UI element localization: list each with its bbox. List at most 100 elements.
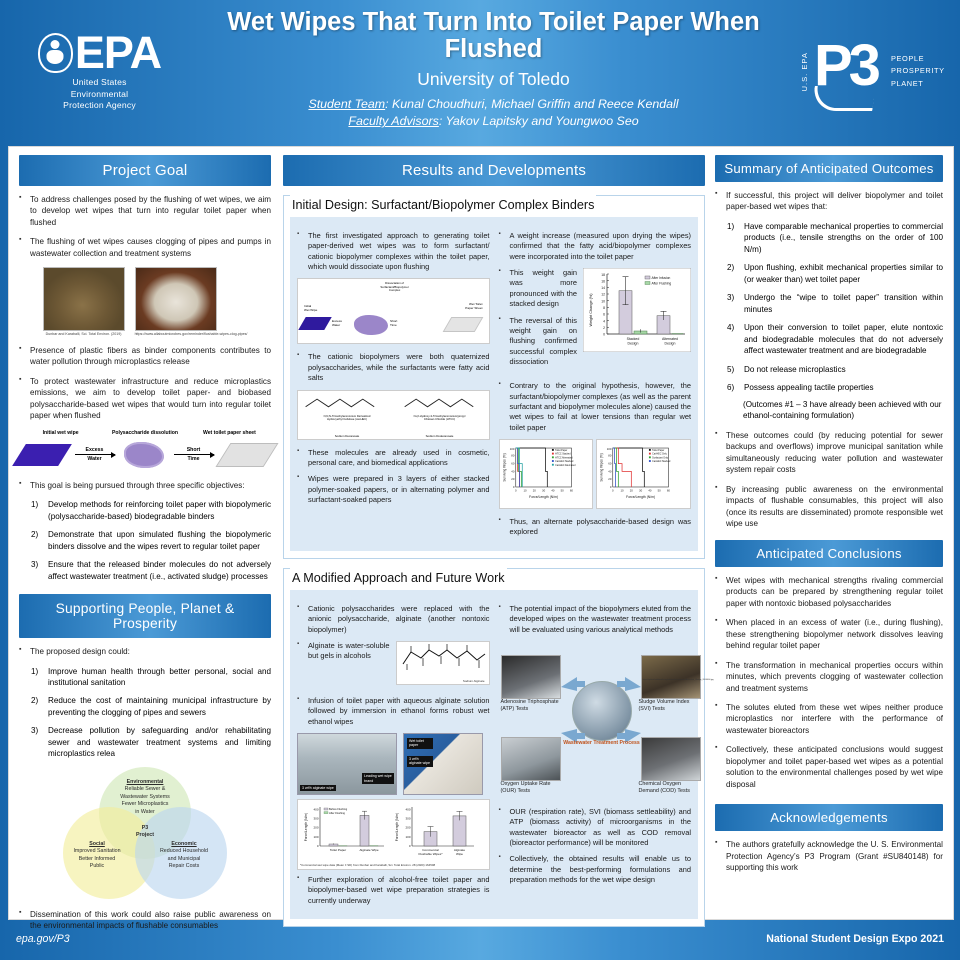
- clog-photo-b: https://www.allaboutmicrobes.gov/reminde…: [134, 267, 248, 337]
- photo-alginate-beaker: 3 wt% alginate wipe Leading wet wipe bra…: [297, 732, 397, 795]
- venn-label-social: Social Improved Sanitation Better Inform…: [59, 841, 135, 871]
- list-item: Improve human health through better pers…: [31, 666, 271, 687]
- figure-caption-alginate: Sodium Alginate: [462, 678, 485, 683]
- list-item: Decrease pollution by safeguarding and/o…: [31, 725, 271, 759]
- panel-title-initial-design: Initial Design: Surfactant/Biopolymer Co…: [290, 195, 597, 216]
- list-item: The proposed design could:: [19, 645, 271, 657]
- list-item: Undergo the “wipe to toilet paper” trans…: [727, 292, 943, 314]
- outcomes-list: Have comparable mechanical properties to…: [715, 221, 943, 394]
- list-item: Upon their conversion to toilet paper, e…: [727, 322, 943, 356]
- outcomes-intro: If successful, this project will deliver…: [715, 189, 943, 213]
- figure-label-excess: Excess Water: [332, 319, 342, 328]
- svg-text:Toilet Paper: Toilet Paper: [652, 449, 664, 452]
- figure-label-initial: Initial Wet Wipe: [304, 304, 318, 313]
- list-item: Have comparable mechanical properties to…: [727, 221, 943, 254]
- section-header-results: Results and Developments: [283, 155, 705, 186]
- list-item: The flushing of wet wipes causes cloggin…: [19, 235, 271, 259]
- poster-board: Project Goal To address challenges posed…: [8, 146, 954, 930]
- svg-text:20: 20: [532, 489, 536, 493]
- p3-intro: The proposed design could:: [19, 645, 271, 657]
- list-item: Collectively, the obtained results will …: [499, 853, 692, 885]
- list-item: These molecules are already used in cosm…: [297, 447, 490, 469]
- svg-text:30: 30: [639, 489, 643, 493]
- svg-text:50: 50: [560, 489, 564, 493]
- epa-logo-wordmark: EPA: [74, 26, 162, 78]
- venn-label-environmental: Environmental Reliable Sewer & Wastewate…: [103, 779, 187, 816]
- svg-text:Alginate Wipe: Alginate Wipe: [359, 848, 378, 852]
- list-item: This weight gain was more pronounced wit…: [499, 267, 692, 309]
- list-item: A weight increase (measured upon drying …: [499, 230, 692, 262]
- footer-event: National Student Design Expo 2021: [766, 933, 944, 945]
- outcomes-tail: These outcomes could (by reducing potent…: [715, 429, 943, 530]
- svg-text:0: 0: [512, 485, 514, 489]
- venn-circle-economic: [135, 806, 227, 899]
- svg-text:200: 200: [313, 826, 318, 830]
- svg-text:Alginate: Alginate: [454, 848, 465, 852]
- alginate-photo-row: 3 wt% alginate wipe Leading wet wipe bra…: [297, 732, 490, 795]
- svg-text:Wipe: Wipe: [456, 852, 463, 856]
- figure-label-final: Wet Toilet Paper Sheet: [465, 302, 483, 311]
- poster-footer: epa.gov/P3 National Student Design Expo …: [0, 918, 960, 960]
- project-goal-bullets-2: Presence of plastic fibers as binder com…: [19, 344, 271, 422]
- list-item: The reversal of this weight gain on flus…: [499, 315, 692, 368]
- acknowledgements-list: The authors gratefully acknowledge the U…: [715, 838, 943, 873]
- photo-label-alginate-wipe-2: 3 wt% alginate wipe: [407, 755, 433, 767]
- chem-label-left-surfactant: Sodium Decanoate: [334, 433, 360, 438]
- diagram-label-our: Oxygen Uptake Rate (OUR) Tests: [500, 780, 551, 794]
- column-middle: Results and Developments Initial Design:…: [279, 147, 714, 928]
- svg-text:20: 20: [630, 489, 634, 493]
- p3-leaf-icon: [811, 85, 876, 111]
- photo-glove-wipe: Wet toilet paper 3 wt% alginate wipe: [403, 732, 483, 795]
- clog-photo-row: Dunbar and Karaballi, Sci. Total Environ…: [19, 267, 271, 336]
- student-team-line: Student Team: Kunal Choudhuri, Michael G…: [187, 97, 800, 111]
- student-team-label: Student Team: [308, 97, 386, 112]
- photo-label-wet-toilet-paper: Wet toilet paper: [407, 737, 433, 749]
- schematic-label-dissolution: Polysaccharide dissolution: [112, 429, 178, 436]
- dissolving-wipe-icon: [124, 441, 164, 468]
- chart-footnote: *Commercial wet wipe data (Mean ± SD) fr…: [300, 862, 436, 867]
- svg-text:60: 60: [511, 462, 515, 466]
- photo-cod-instrument: [640, 736, 701, 781]
- venn-text-social: Improved Sanitation Better Informed Publ…: [73, 848, 121, 870]
- figure-complex-dissociation: Dissociation of Surfactant/Biopolymer Co…: [297, 278, 490, 345]
- svg-text:10: 10: [523, 489, 527, 493]
- panel-title-modified-approach: A Modified Approach and Future Work: [290, 567, 507, 589]
- svg-text:Cat-HEC Stacked: Cat-HEC Stacked: [555, 460, 574, 463]
- wipe-shape-icon: [12, 443, 72, 466]
- svg-text:HTCC Alternated: HTCC Alternated: [555, 457, 573, 460]
- list-item: Ensure that the released binder molecule…: [31, 559, 271, 581]
- arrow-excess-water: Excess Water: [71, 447, 119, 463]
- list-item: To address challenges posed by the flush…: [19, 193, 271, 228]
- diagram-label-svi: Sludge Volume Index (SVI) Tests: [638, 698, 690, 712]
- svg-text:Weight Change (%): Weight Change (%): [589, 293, 593, 327]
- list-item: Wipes were prepared in 3 layers of eithe…: [297, 473, 490, 505]
- diagram-svi-credit: https://upload.wikimedia.org/wikipedia/c…: [642, 678, 714, 681]
- list-item: OUR (respiration rate), SVI (biomass set…: [499, 806, 692, 848]
- epa-logo: EPA United States Environmental Protecti…: [12, 26, 187, 112]
- faculty-names: : Yakov Lapitsky and Youngwoo Seo: [438, 114, 639, 129]
- svg-text:0: 0: [610, 485, 612, 489]
- p3-venn-diagram: Environmental Reliable Sewer & Wastewate…: [57, 766, 233, 899]
- svg-text:Force/Length (N/m): Force/Length (N/m): [395, 813, 399, 842]
- svg-text:Surviving Wipes (%): Surviving Wipes (%): [502, 453, 506, 481]
- arrow-top-label: Short: [186, 446, 201, 453]
- svg-text:Cat-HEC Stacked: Cat-HEC Stacked: [652, 460, 671, 463]
- p3-benefits-list: Improve human health through better pers…: [19, 666, 271, 760]
- figure-label-dissociation: Dissociation of Surfactant/Biopolymer Co…: [380, 281, 409, 293]
- schematic-label-initial: Initial wet wipe: [42, 429, 79, 436]
- svg-text:Toilet Paper: Toilet Paper: [555, 449, 567, 452]
- photo-caption: https://www.allaboutmicrobes.gov/reminde…: [134, 332, 248, 337]
- chem-label-right: N-(2-Hydroxy-3-Trimethylammonium)propyl …: [413, 414, 466, 421]
- svg-text:40: 40: [511, 469, 515, 473]
- objectives-list: Develop methods for reinforcing toilet p…: [19, 499, 271, 582]
- svg-text:60: 60: [667, 489, 671, 493]
- venn-center-label: P3 Project: [136, 824, 154, 839]
- svg-text:100: 100: [313, 835, 318, 839]
- svg-text:Force/Length (N/m): Force/Length (N/m): [529, 495, 558, 499]
- column-left: Project Goal To address challenges posed…: [9, 147, 279, 930]
- p3-mark-icon: P3: [811, 34, 886, 111]
- photo-atp-instrument: [500, 654, 561, 699]
- list-item: Presence of plastic fibers as binder com…: [19, 344, 271, 368]
